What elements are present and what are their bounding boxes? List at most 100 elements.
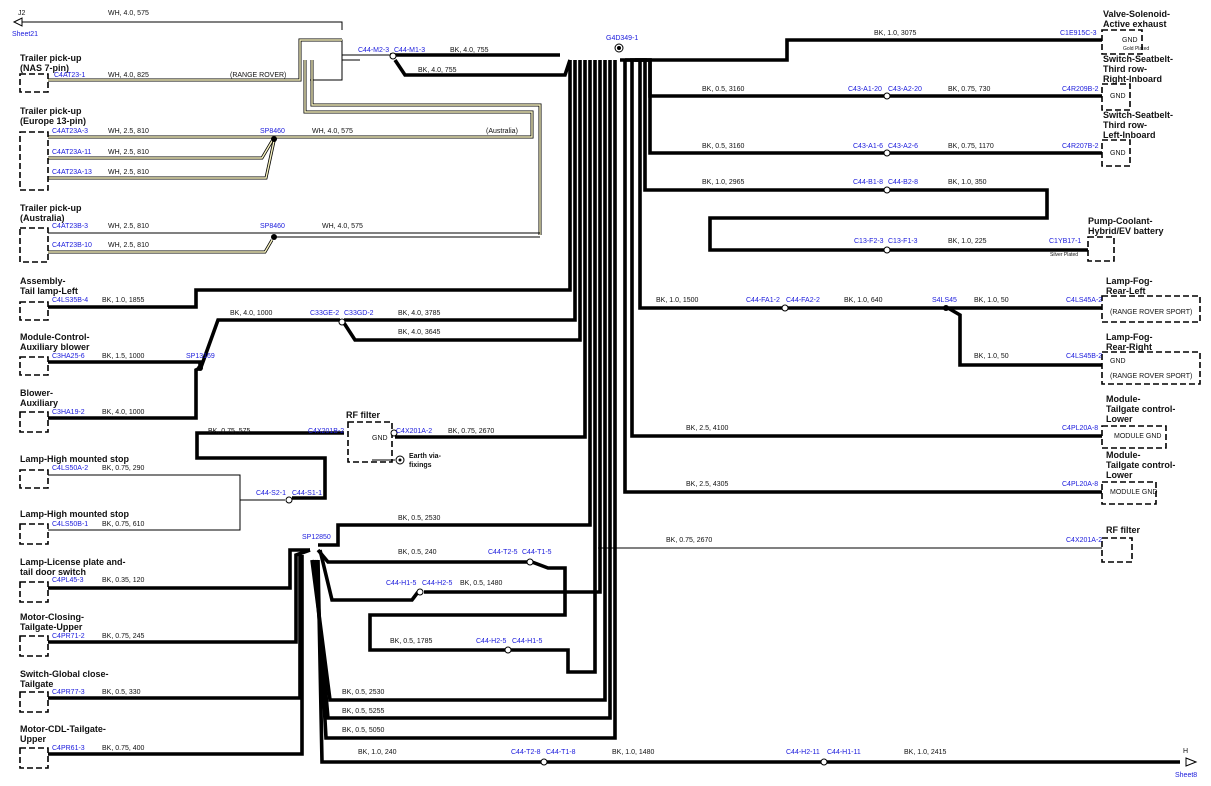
wire-label-tg-a: BK, 2.5, 4100 xyxy=(686,425,729,432)
comp-global: Switch-Global close-Tailgate xyxy=(20,669,109,689)
box-aux-blower xyxy=(19,356,49,376)
box-hms-a xyxy=(19,469,49,489)
label-rrs-fog-l: (RANGE ROVER SPORT) xyxy=(1110,309,1192,316)
conn-c4at23a-11[interactable]: C4AT23A-11 xyxy=(52,149,92,156)
wire-sp-top xyxy=(318,60,592,547)
wire-global xyxy=(48,555,302,700)
wire-label-sp-top: BK, 0.5, 2530 xyxy=(398,515,441,522)
conn-c1e915c-3[interactable]: C1E915C-3 xyxy=(1060,30,1097,37)
wire-label-t-left: BK, 0.5, 240 xyxy=(398,549,437,556)
conn-c44s2-1[interactable]: C44-S2-1 xyxy=(256,490,286,497)
wire-label-nas: WH, 4.0, 825 xyxy=(108,72,149,79)
conn-c13f1-3[interactable]: C13-F1-3 xyxy=(888,238,918,245)
conn-c4ls45b-2[interactable]: C4LS45B-2 xyxy=(1066,353,1102,360)
wire-label-b1: BK, 0.5, 2530 xyxy=(342,689,385,696)
comp-trailer-au: Trailer pick-up(Australia) xyxy=(20,203,82,223)
wire-label-au-10: WH, 2.5, 810 xyxy=(108,242,149,249)
node-c43-20 xyxy=(883,92,891,100)
conn-c44h2-11[interactable]: C44-H2-11 xyxy=(786,749,820,756)
conn-c4at23a-3[interactable]: C4AT23A-3 xyxy=(52,128,88,135)
box-global xyxy=(19,691,49,713)
conn-sp12850[interactable]: SP12850 xyxy=(302,534,331,541)
conn-c4ls50b-1[interactable]: C4LS50B-1 xyxy=(52,521,88,528)
conn-c3ha25-6[interactable]: C3HA25-6 xyxy=(52,353,85,360)
wire-sb-l xyxy=(630,58,1102,155)
conn-c3ha19-2[interactable]: C3HA19-2 xyxy=(52,409,85,416)
box-tail-lamp xyxy=(19,301,49,321)
conn-c4ls50a-2[interactable]: C4LS50A-2 xyxy=(52,465,88,472)
conn-c44b2-8[interactable]: C44-B2-8 xyxy=(888,179,918,186)
conn-c4ls35b-4[interactable]: C4LS35B-4 xyxy=(52,297,88,304)
conn-c44m2-3[interactable]: C44-M2-3 xyxy=(358,47,389,54)
conn-c33ge-2[interactable]: C33GE-2 xyxy=(310,310,339,317)
conn-c4x201a-2[interactable]: C4X201A-2 xyxy=(396,428,432,435)
wire-b2 xyxy=(312,60,612,720)
conn-c43a2-20[interactable]: C43-A2-20 xyxy=(888,86,922,93)
conn-c4pr61-3[interactable]: C4PR61-3 xyxy=(52,745,85,752)
wire-h1-left xyxy=(318,549,420,602)
conn-c4pr71-2[interactable]: C4PR71-2 xyxy=(52,633,85,640)
conn-c4x201b-2[interactable]: C4X201B-2 xyxy=(308,428,344,435)
conn-c1yb17-1[interactable]: C1YB17-1 xyxy=(1049,238,1081,245)
conn-c43a1-6[interactable]: C43-A1-6 xyxy=(853,143,883,150)
box-tg-a xyxy=(1101,425,1167,449)
wire-label-top-bk: BK, 4.0, 755 xyxy=(450,47,489,54)
conn-c4r209b-2[interactable]: C4R209B-2 xyxy=(1062,86,1099,93)
label-gnd-sb-l: GND xyxy=(1110,150,1126,157)
conn-c4pl20a-8a[interactable]: C4PL20A-8 xyxy=(1062,425,1098,432)
conn-c44fa2-2[interactable]: C44-FA2-2 xyxy=(786,297,820,304)
conn-c4at23b-3[interactable]: C4AT23B-3 xyxy=(52,223,88,230)
conn-c44t1-5[interactable]: C44-T1-5 xyxy=(522,549,552,556)
wire-top-wh xyxy=(14,21,343,30)
conn-c44h1-5a[interactable]: C44-H1-5 xyxy=(386,580,416,587)
conn-c4ls45a-2[interactable]: C4LS45A-2 xyxy=(1066,297,1102,304)
wire-b1 xyxy=(310,60,607,702)
wire-top-bk2 xyxy=(393,59,572,77)
conn-c44t2-8[interactable]: C44-T2-8 xyxy=(511,749,541,756)
conn-c44h1-11[interactable]: C44-H1-11 xyxy=(827,749,861,756)
sheet-left-ref[interactable]: Sheet21 xyxy=(12,31,38,38)
conn-c44m1-3[interactable]: C44-M1-3 xyxy=(394,47,425,54)
earth-node-inner xyxy=(398,458,402,462)
conn-c44h2-5b[interactable]: C44-H2-5 xyxy=(476,638,506,645)
sheet-right-arrow xyxy=(1185,757,1198,767)
wire-label-hms-b: BK, 0.75, 610 xyxy=(102,521,145,528)
box-trailer-au xyxy=(19,227,49,263)
ground-label[interactable]: G4D349-1 xyxy=(606,35,638,42)
conn-c44t1-8[interactable]: C44-T1-8 xyxy=(546,749,576,756)
conn-c4at23-1[interactable]: C4AT23-1 xyxy=(54,72,85,79)
wire-au-wh-inner xyxy=(311,60,541,235)
conn-c44t2-5[interactable]: C44-T2-5 xyxy=(488,549,518,556)
conn-c4pr77-3[interactable]: C4PR77-3 xyxy=(52,689,85,696)
box-blower-aux xyxy=(19,411,49,433)
conn-sp13169[interactable]: SP13169 xyxy=(186,353,215,360)
comp-tg-b: Module-Tailgate control-Lower xyxy=(1106,450,1175,480)
conn-sp8460-b[interactable]: SP8460 xyxy=(260,223,285,230)
wire-label-h2-left: BK, 0.5, 1785 xyxy=(390,638,433,645)
conn-c33gd-2[interactable]: C33GD-2 xyxy=(344,310,374,317)
conn-c44b1-8[interactable]: C44-B1-8 xyxy=(853,179,883,186)
sheet-right-pin: H xyxy=(1183,748,1188,755)
conn-c43a1-20[interactable]: C43-A1-20 xyxy=(848,86,882,93)
wire-label-fog4: BK, 1.0, 50 xyxy=(974,353,1009,360)
conn-c4pl45-3[interactable]: C4PL45-3 xyxy=(52,577,84,584)
conn-c4at23b-10[interactable]: C4AT23B-10 xyxy=(52,242,92,249)
conn-c4x201a-2r[interactable]: C4X201A-2 xyxy=(1066,537,1102,544)
node-c43-6 xyxy=(883,149,891,157)
conn-c13f2-3[interactable]: C13-F2-3 xyxy=(854,238,884,245)
wire-label-gd-low: BK, 4.0, 3645 xyxy=(398,329,441,336)
conn-sp8460-a[interactable]: SP8460 xyxy=(260,128,285,135)
comp-tail-lamp: Assembly-Tail lamp-Left xyxy=(20,276,78,296)
conn-c44h2-5a[interactable]: C44-H2-5 xyxy=(422,580,452,587)
conn-c44h1-5b[interactable]: C44-H1-5 xyxy=(512,638,542,645)
comp-valve: Valve-Solenoid-Active exhaust xyxy=(1103,9,1170,29)
conn-c44fa1-2[interactable]: C44-FA1-2 xyxy=(746,297,780,304)
conn-c4pl20a-8b[interactable]: C4PL20A-8 xyxy=(1062,481,1098,488)
conn-c4at23a-13[interactable]: C4AT23A-13 xyxy=(52,169,92,176)
sheet-right-ref[interactable]: Sheet8 xyxy=(1175,772,1197,779)
conn-c43a2-6[interactable]: C43-A2-6 xyxy=(888,143,918,150)
conn-s4ls45[interactable]: S4LS45 xyxy=(932,297,957,304)
conn-c44s1-1[interactable]: C44-S1-1 xyxy=(292,490,322,497)
wire-label-sb-l2: BK, 0.75, 1170 xyxy=(948,143,994,150)
conn-c4r207b-2[interactable]: C4R207B-2 xyxy=(1062,143,1099,150)
